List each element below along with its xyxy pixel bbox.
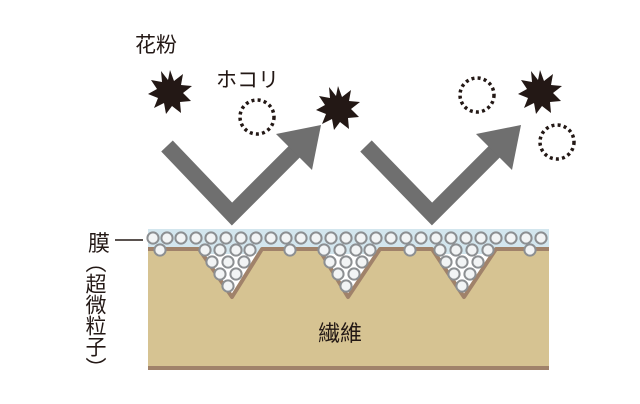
particle-circle (221, 279, 235, 293)
particle-circle (504, 231, 518, 245)
particle-circle (349, 243, 363, 257)
particle-circle (333, 243, 347, 257)
particle-circle (363, 243, 377, 257)
particle-circle (229, 267, 243, 281)
particle-circle (324, 231, 338, 245)
particle-circle (355, 255, 369, 269)
pollen-label: 花粉 (135, 33, 177, 57)
fiber-surface-line (148, 247, 549, 299)
particle-circle (384, 231, 398, 245)
dust-label: ホコリ (216, 68, 279, 92)
particle-circle (317, 243, 331, 257)
particle-circle (369, 231, 383, 245)
particle-circle (471, 255, 485, 269)
particle-circle (339, 279, 353, 293)
particle-circle (205, 255, 219, 269)
particle-circle (229, 243, 243, 257)
particle-circle (323, 255, 337, 269)
particle-circle (309, 231, 323, 245)
particle-group (146, 231, 548, 293)
particle-circle (339, 255, 353, 269)
particle-circle (213, 243, 227, 257)
particle-circle (465, 243, 479, 257)
particle-circle (447, 267, 461, 281)
particle-circle (283, 243, 297, 257)
membrane-label: 膜 (88, 232, 111, 257)
particle-circle (523, 243, 537, 257)
particle-circle (433, 243, 447, 257)
particle-circle (354, 231, 368, 245)
bounce-arrow-left (161, 125, 321, 226)
particle-circle (519, 231, 533, 245)
dust-icon (238, 98, 276, 136)
dust-icon (538, 123, 576, 161)
pollen-icon (518, 70, 562, 114)
particle-circle (444, 231, 458, 245)
particle-circle (534, 231, 548, 245)
particle-circle (219, 231, 233, 245)
particle-circle (403, 243, 417, 257)
particle-circle (339, 231, 353, 245)
particle-circle (459, 231, 473, 245)
particle-circle (455, 255, 469, 269)
particle-circle (439, 255, 453, 269)
particle-circle (279, 231, 293, 245)
particle-circle (489, 231, 503, 245)
particle-circle (481, 243, 495, 257)
particle-circle (463, 267, 477, 281)
fiber-label: 繊維 (318, 322, 363, 347)
particle-circle (264, 231, 278, 245)
bounce-arrow-right (360, 125, 521, 226)
particle-circle (160, 231, 174, 245)
particle-circle (189, 231, 203, 245)
pollen-icon (316, 86, 360, 130)
particle-circle (429, 231, 443, 245)
fiber-layer (148, 249, 549, 368)
particle-circle (399, 231, 413, 245)
particle-circle (331, 267, 345, 281)
particle-circle (455, 279, 469, 293)
particle-circle (237, 255, 251, 269)
dust-icon (458, 76, 496, 114)
particle-circle (294, 231, 308, 245)
particle-circle (213, 267, 227, 281)
particle-circle (449, 243, 463, 257)
particle-circle (198, 243, 212, 257)
pollen-icon (148, 70, 192, 114)
particle-circle (249, 231, 263, 245)
particle-circle (414, 231, 428, 245)
particle-circle (146, 231, 160, 245)
particle-circle (474, 231, 488, 245)
particle-circle (153, 243, 167, 257)
particle-circle (243, 243, 257, 257)
particle-circle (234, 231, 248, 245)
particle-circle (204, 231, 218, 245)
ultrafine-particle-label: （超微粒子） (83, 252, 107, 378)
particle-circle (347, 267, 361, 281)
particle-circle (221, 255, 235, 269)
particle-circle (174, 231, 188, 245)
